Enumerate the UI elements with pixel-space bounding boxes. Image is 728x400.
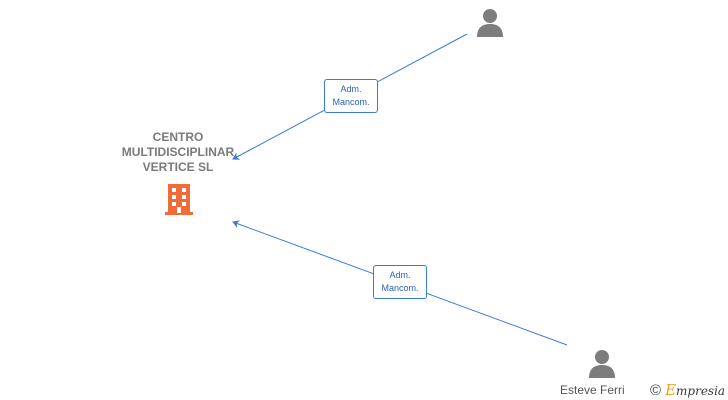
copyright-icon: © [650,381,662,399]
relation-label[interactable]: Adm. Mancom. [324,79,378,113]
logo-rest: mpresia [676,384,726,398]
company-name[interactable]: CENTRO MULTIDISCIPLINAR VERTICE SL [108,130,248,175]
person-icon[interactable] [475,7,505,37]
building-icon[interactable] [163,182,195,216]
logo-initial: E [665,381,677,399]
company-name-line-1: CENTRO [152,130,204,144]
relation-label-line-2: Mancom. [381,283,419,293]
relation-label[interactable]: Adm. Mancom. [373,265,427,299]
relation-label-line-1: Adm. [340,84,362,94]
person-icon[interactable] [587,348,617,378]
company-name-line-3: VERTICE SL [142,160,214,174]
company-name-line-2: MULTIDISCIPLINAR [121,145,235,159]
relation-label-line-2: Mancom. [332,97,370,107]
empresia-logo: Empresia [665,381,725,399]
person-name-label[interactable]: Esteve Ferri [560,383,625,397]
relation-label-line-1: Adm. [389,270,411,280]
empresia-watermark: © Empresia [650,380,725,400]
